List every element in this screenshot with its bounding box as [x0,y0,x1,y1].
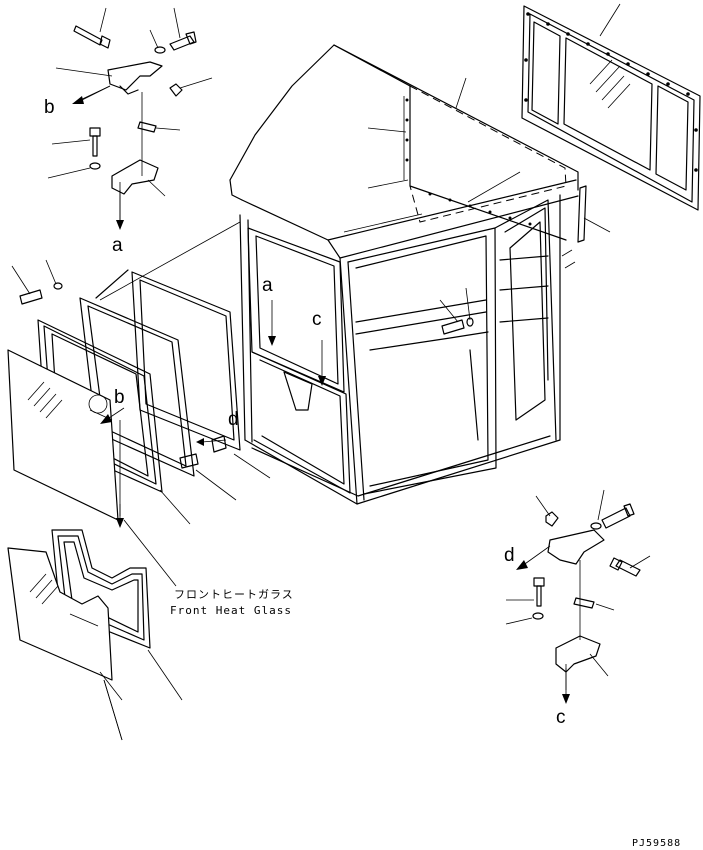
roof-panel [403,85,567,241]
label-c-hinge: c [556,707,566,728]
label-d-hinge: d [504,545,515,566]
caption-japanese: フロントヒートガラス [174,588,294,601]
document-code: PJ59588 [632,838,682,849]
label-a-cab: a [262,275,273,296]
label-a-bottom: a [112,235,123,256]
front-heat-glass-assembly [7,529,151,681]
label-b-door: b [114,387,125,408]
caption-english: Front Heat Glass [170,604,292,617]
hinge-assembly-bottom [532,503,641,690]
cab-bolts [441,317,474,335]
hinge-assembly-top [73,25,197,214]
label-d-door: d [228,409,239,430]
cab-body [229,44,579,505]
reference-arrows [72,85,570,704]
leader-lines [11,3,651,741]
label-c-cab: c [312,309,322,330]
label-b-top: b [44,97,55,118]
rear-window-assembly [521,5,701,269]
